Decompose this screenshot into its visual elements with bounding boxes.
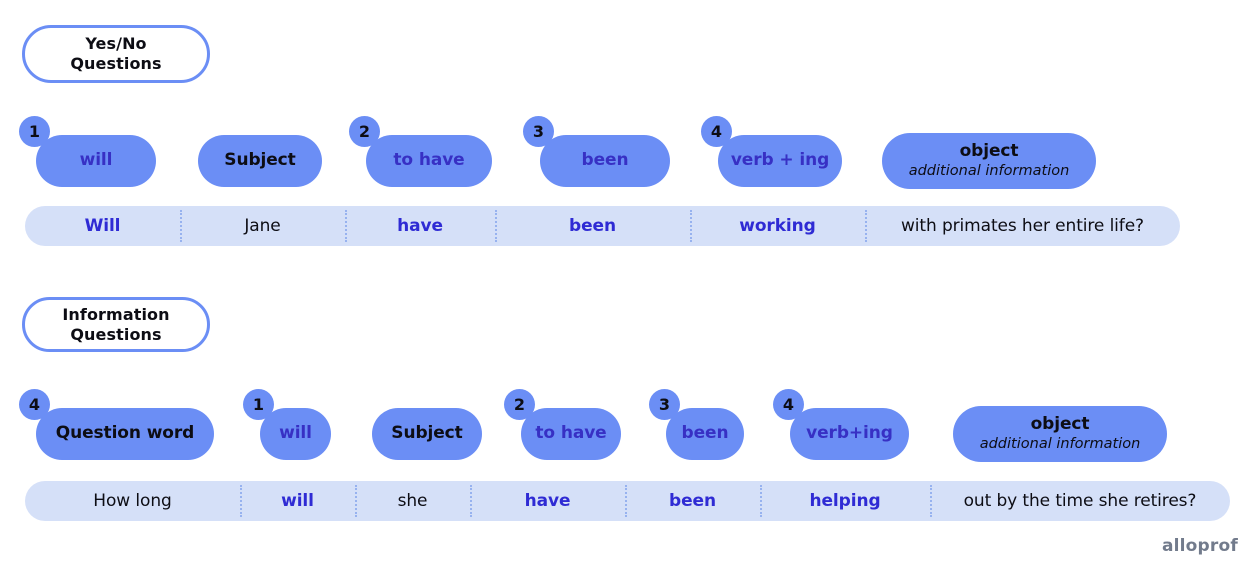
example-sentence-word: been <box>669 491 716 511</box>
step-number-badge: 4 <box>773 389 804 420</box>
step-number-badge: 3 <box>523 116 554 147</box>
example-sentence-cell: will <box>240 481 355 521</box>
step-number-badge: 3 <box>649 389 680 420</box>
section-title-line2: Questions <box>70 54 162 73</box>
example-sentence-cell: with primates her entire life? <box>865 206 1180 246</box>
section-title-line2: Questions <box>70 324 162 344</box>
example-sentence-word: have <box>524 491 571 511</box>
example-sentence-cell: working <box>690 206 865 246</box>
structure-pill-body: Question word <box>36 408 214 460</box>
structure-pill: been 3 <box>523 116 670 187</box>
structure-pill-label: to have <box>393 150 465 171</box>
section-title-information-questions: Information Questions <box>22 297 210 352</box>
example-sentence-cell: helping <box>760 481 930 521</box>
structure-pill-body: verb+ing <box>790 408 909 460</box>
step-number-badge: 4 <box>19 389 50 420</box>
example-sentence-word: Will <box>84 216 121 236</box>
structure-pill-body: been <box>666 408 744 460</box>
example-sentence-word: Jane <box>244 216 281 236</box>
example-sentence-cell: out by the time she retires? <box>930 481 1230 521</box>
structure-pill-label: verb+ing <box>806 423 893 444</box>
example-sentence-cell: have <box>470 481 625 521</box>
example-sentence-word: How long <box>93 491 172 511</box>
structure-pill-label: been <box>581 150 629 171</box>
structure-pill-body: Subject <box>198 135 322 187</box>
structure-pill-label: object <box>1030 414 1090 435</box>
example-sentence-word: will <box>281 491 314 511</box>
example-sentence-cell: been <box>625 481 760 521</box>
structure-pill-label: to have <box>535 423 607 444</box>
step-number-badge: 2 <box>504 389 535 420</box>
structure-pill-label: Subject <box>224 150 296 171</box>
alloprof-logo: alloprof <box>1161 536 1238 556</box>
step-number-badge: 1 <box>243 389 274 420</box>
example-sentence-word: she <box>397 491 428 511</box>
example-sentence-bar-yes-no: Will Jane have been working with primates her… <box>25 206 1180 246</box>
step-number-badge: 4 <box>701 116 732 147</box>
structure-pill-label: will <box>279 423 312 444</box>
structure-pill-body: to have <box>521 408 621 460</box>
structure-pill: Subject <box>198 135 322 187</box>
step-number-badge: 1 <box>19 116 50 147</box>
structure-pill-body: Subject <box>372 408 482 460</box>
example-sentence-cell: she <box>355 481 470 521</box>
structure-pill-body: to have <box>366 135 492 187</box>
structure-pill-label: Subject <box>391 423 463 444</box>
example-sentence-cell: Jane <box>180 206 345 246</box>
structure-pill: will 1 <box>19 116 156 187</box>
step-number-badge: 2 <box>349 116 380 147</box>
structure-pill-body: will <box>260 408 331 460</box>
structure-pill-body: verb + ing <box>718 135 842 187</box>
example-sentence-word: out by the time she retires? <box>963 491 1197 511</box>
example-sentence-word: have <box>397 216 443 236</box>
example-sentence-word: been <box>569 216 616 236</box>
example-sentence-cell: How long <box>25 481 240 521</box>
example-sentence-cell: Will <box>25 206 180 246</box>
structure-pill-label: will <box>79 150 113 171</box>
structure-pill: Subject <box>372 408 482 460</box>
structure-pill: to have 2 <box>349 116 492 187</box>
example-sentence-word: helping <box>809 491 881 511</box>
example-sentence-cell: have <box>345 206 495 246</box>
example-sentence-bar-information: How long will she have been helping out by the… <box>25 481 1230 521</box>
example-sentence-cell: been <box>495 206 690 246</box>
structure-pill-sublabel: additional information <box>979 435 1141 452</box>
example-sentence-word: with primates her entire life? <box>901 216 1144 236</box>
structure-pill-sublabel: additional information <box>908 162 1070 179</box>
structure-pill-label: been <box>681 423 729 444</box>
section-title-yes-no-questions: Yes/No Questions <box>22 25 210 83</box>
structure-pill-body: will <box>36 135 156 187</box>
structure-pill-body: been <box>540 135 670 187</box>
section-title-line1: Yes/No <box>85 34 147 54</box>
structure-pill: verb + ing 4 <box>701 116 842 187</box>
section-title-line1: Information <box>62 304 170 324</box>
example-sentence-word: working <box>739 216 816 236</box>
structure-pill-label: object <box>959 141 1019 162</box>
structure-pill-label: Question word <box>55 423 195 444</box>
structure-pill-label: verb + ing <box>730 150 830 171</box>
